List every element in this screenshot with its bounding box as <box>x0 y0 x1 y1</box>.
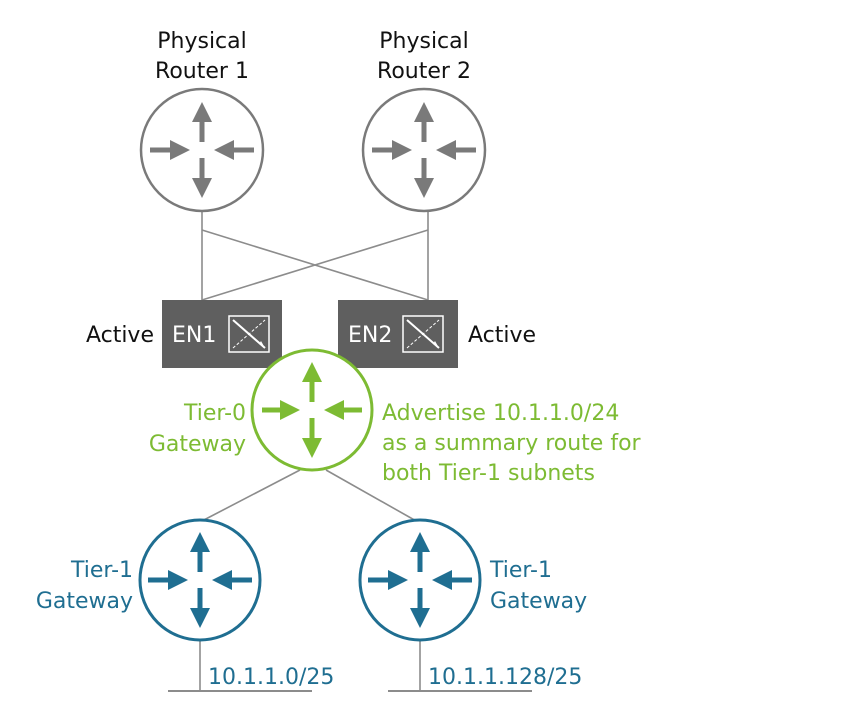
router-arrows-icon <box>368 532 472 628</box>
physical-router-2-label-line1: Physical <box>379 29 469 54</box>
tier0-label-line2: Gateway <box>149 432 246 457</box>
link-t0-t1a <box>199 469 301 523</box>
tier1-1-subnet: 10.1.1.0/25 <box>208 665 334 690</box>
physical-router-1-label-line2: Router 1 <box>155 59 249 84</box>
physical-router-1-label-line1: Physical <box>157 29 247 54</box>
edge-node-2-status: Active <box>468 323 536 348</box>
tier1-2-label-line1: Tier-1 <box>489 558 552 583</box>
tier1-1-label-line1: Tier-1 <box>70 558 133 583</box>
physical-router-2: Physical Router 2 <box>361 29 487 213</box>
edge-node-icon <box>402 315 444 353</box>
tier0-note-line2: as a summary route for <box>382 431 642 456</box>
tier0-label-line1: Tier-0 <box>183 401 246 426</box>
edge-node-2-label: EN2 <box>348 323 392 348</box>
physical-router-1: Physical Router 1 <box>139 29 265 213</box>
edge-node-icon <box>228 315 270 353</box>
tier0-note-line3: both Tier-1 subnets <box>382 461 595 486</box>
tier1-gateway-1: Tier-1 Gateway 10.1.1.0/25 <box>36 518 334 690</box>
link-t0-t1b <box>325 469 419 523</box>
link-pr2-en1 <box>201 229 429 301</box>
router-arrows-icon <box>148 532 252 628</box>
physical-router-2-label-line2: Router 2 <box>377 59 471 84</box>
tier1-gateway-2: Tier-1 Gateway 10.1.1.128/25 <box>358 518 587 690</box>
tier1-2-label-line2: Gateway <box>490 589 587 614</box>
router-arrows-icon <box>372 102 476 198</box>
connection-lines <box>168 200 532 692</box>
tier1-2-subnet: 10.1.1.128/25 <box>428 665 582 690</box>
router-arrows-icon <box>150 102 254 198</box>
edge-node-2: EN2 Active <box>338 300 536 368</box>
edge-node-1-label: EN1 <box>172 323 216 348</box>
tier1-1-label-line2: Gateway <box>36 589 133 614</box>
router-arrows-icon <box>262 362 362 458</box>
tier0-gateway: Tier-0 Gateway Advertise 10.1.1.0/24 as … <box>149 348 642 486</box>
edge-node-1-status: Active <box>86 323 154 348</box>
edge-node-1: EN1 Active <box>86 300 282 368</box>
tier0-note-line1: Advertise 10.1.1.0/24 <box>382 401 619 426</box>
